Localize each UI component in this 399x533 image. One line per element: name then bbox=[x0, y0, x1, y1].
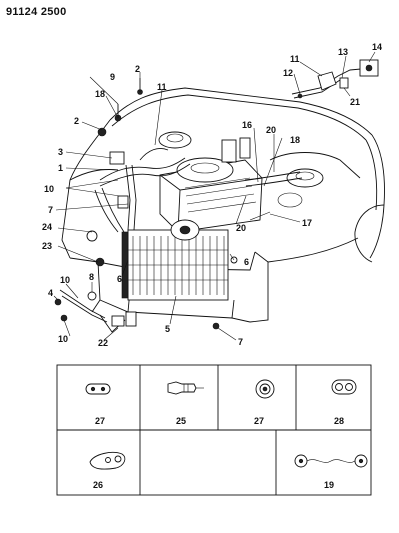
callout-4: 4 bbox=[48, 288, 53, 298]
callout-6-right: 6 bbox=[244, 257, 249, 267]
engine-assembly bbox=[159, 137, 263, 241]
detail-clip-28-icon bbox=[331, 379, 357, 395]
ac-hose-lines bbox=[59, 148, 303, 333]
detail-valve-25-icon bbox=[167, 381, 204, 395]
detail-bracket-26-icon bbox=[89, 451, 126, 470]
callout-12: 12 bbox=[283, 68, 293, 78]
detail-grommet-27-icon bbox=[255, 379, 275, 399]
callout-5: 5 bbox=[165, 324, 170, 334]
detail-label-box1: 27 bbox=[95, 416, 105, 426]
callout-10-mid: 10 bbox=[60, 275, 70, 285]
callout-6-left: 6 bbox=[117, 274, 122, 284]
callout-2-left: 2 bbox=[74, 116, 79, 126]
small-hardware-parts bbox=[54, 78, 238, 330]
detail-label-box4: 28 bbox=[334, 416, 344, 426]
detail-label-box5: 26 bbox=[93, 480, 103, 490]
detail-box-grid: 27 25 27 28 26 19 bbox=[56, 364, 372, 496]
callout-18-left: 18 bbox=[95, 89, 105, 99]
callout-17: 17 bbox=[302, 218, 312, 228]
callout-14: 14 bbox=[372, 42, 382, 52]
callout-10-lower: 10 bbox=[58, 334, 68, 344]
callout-8: 8 bbox=[89, 272, 94, 282]
callout-1: 1 bbox=[58, 163, 63, 173]
callout-22: 22 bbox=[98, 338, 108, 348]
callout-18-right: 18 bbox=[290, 135, 300, 145]
callout-9: 9 bbox=[110, 72, 115, 82]
callout-7-left: 7 bbox=[48, 205, 53, 215]
condenser-radiator bbox=[121, 229, 229, 301]
callout-20-bottom: 20 bbox=[236, 223, 246, 233]
detail-label-box6: 19 bbox=[324, 480, 334, 490]
vehicle-body-outline bbox=[61, 87, 385, 323]
callout-10-upper: 10 bbox=[44, 184, 54, 194]
callout-11-center: 11 bbox=[157, 82, 167, 92]
callout-11-inset: 11 bbox=[290, 54, 300, 64]
callout-3: 3 bbox=[58, 147, 63, 157]
detail-label-box3: 27 bbox=[254, 416, 264, 426]
detail-label-box2: 25 bbox=[176, 416, 186, 426]
callout-labels: 9 2 18 11 2 3 1 10 7 24 23 6 8 10 4 10 2… bbox=[42, 42, 382, 348]
callout-7-bottom: 7 bbox=[238, 337, 243, 347]
callout-23: 23 bbox=[42, 241, 52, 251]
inset-pressure-switch bbox=[291, 59, 379, 99]
callout-20-top: 20 bbox=[266, 125, 276, 135]
callout-2-top: 2 bbox=[135, 64, 140, 74]
callout-21: 21 bbox=[350, 97, 360, 107]
callout-16: 16 bbox=[242, 120, 252, 130]
detail-ground-strap-19-icon bbox=[294, 454, 368, 468]
leader-lines bbox=[53, 51, 376, 341]
detail-gasket-27-icon bbox=[85, 383, 111, 395]
diagram-part-code: 91124 2500 bbox=[6, 6, 67, 18]
callout-24: 24 bbox=[42, 222, 52, 232]
callout-13: 13 bbox=[338, 47, 348, 57]
